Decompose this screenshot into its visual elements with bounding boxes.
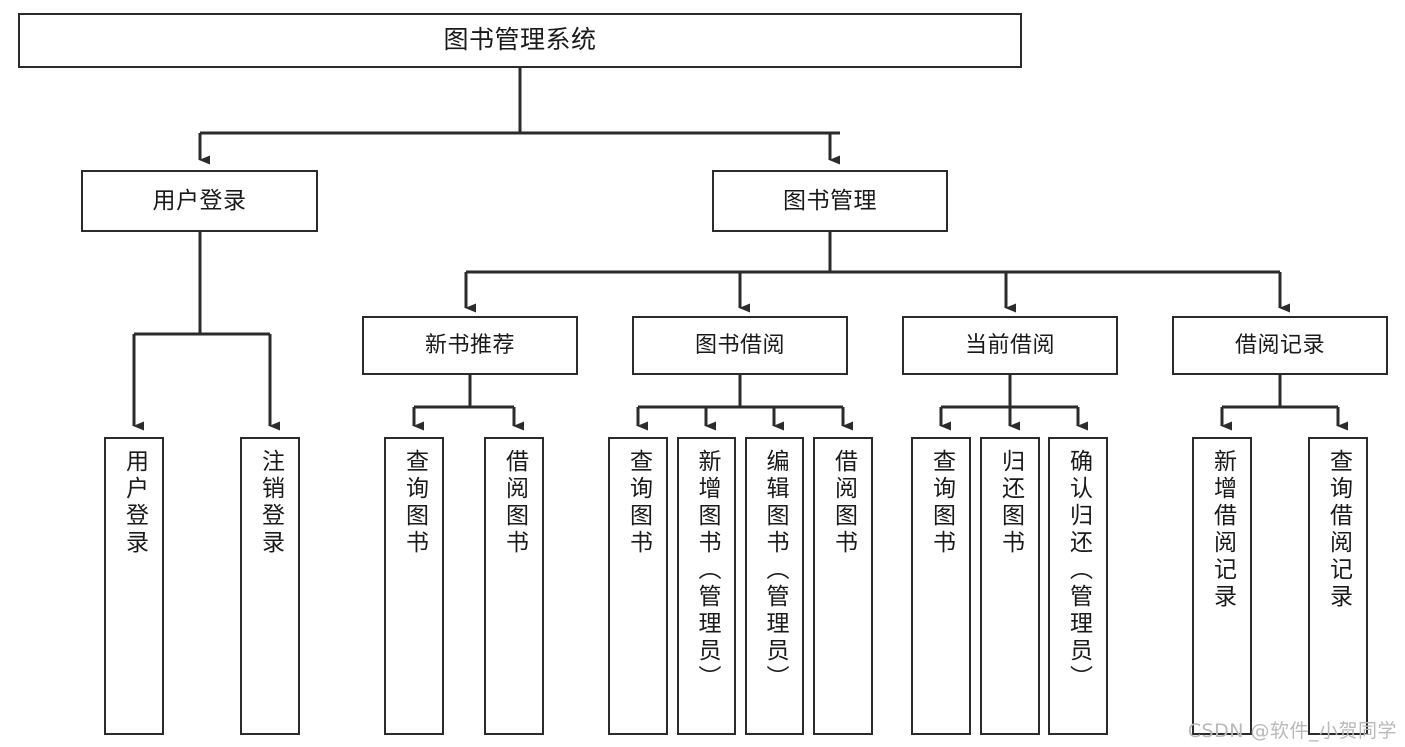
- node-leaf-bookborrow-borrow-book[interactable]: 借阅图书: [813, 437, 873, 735]
- node-leaf-bookborrow-add-book[interactable]: 新增图书（管理员）: [677, 437, 736, 735]
- node-leaf-newbook-borrow-book[interactable]: 借阅图书: [484, 437, 544, 735]
- node-leaf-bookborrow-query-book[interactable]: 查询图书: [608, 437, 668, 735]
- node-current-borrow-label: 当前借阅: [964, 332, 1055, 358]
- node-leaf-label: 归还图书: [997, 449, 1024, 557]
- node-leaf-label: 注销登录: [257, 449, 284, 557]
- node-leaf-label: 查询图书: [625, 449, 652, 557]
- node-leaf-label: 编辑图书（管理员）: [762, 449, 788, 692]
- node-user-login-label: 用户登录: [152, 187, 247, 214]
- node-current-borrow[interactable]: 当前借阅: [902, 316, 1118, 375]
- node-leaf-borrowrecord-add-record[interactable]: 新增借阅记录: [1192, 437, 1252, 735]
- node-leaf-bookborrow-edit-book[interactable]: 编辑图书（管理员）: [745, 437, 804, 735]
- node-root-label: 图书管理系统: [443, 25, 597, 55]
- node-leaf-label: 借阅图书: [501, 449, 528, 557]
- node-leaf-label: 确认归还（管理员）: [1065, 449, 1092, 692]
- node-new-book-recommend-label: 新书推荐: [424, 332, 515, 358]
- node-book-borrow-label: 图书借阅: [694, 332, 785, 358]
- node-new-book-recommend[interactable]: 新书推荐: [362, 316, 578, 375]
- node-book-borrow[interactable]: 图书借阅: [632, 316, 848, 375]
- node-leaf-currentborrow-query-book[interactable]: 查询图书: [911, 437, 971, 735]
- node-borrow-record[interactable]: 借阅记录: [1172, 316, 1388, 375]
- node-leaf-newbook-query-book[interactable]: 查询图书: [384, 437, 444, 735]
- node-leaf-borrowrecord-query-record[interactable]: 查询借阅记录: [1308, 437, 1368, 735]
- node-leaf-currentborrow-return-book[interactable]: 归还图书: [980, 437, 1040, 735]
- node-leaf-user-login-login[interactable]: 用户登录: [104, 437, 164, 735]
- node-leaf-currentborrow-confirm-return[interactable]: 确认归还（管理员）: [1048, 437, 1108, 735]
- node-leaf-label: 新增图书（管理员）: [694, 449, 720, 692]
- node-leaf-label: 新增借阅记录: [1209, 449, 1236, 611]
- node-book-management[interactable]: 图书管理: [712, 170, 948, 232]
- node-leaf-label: 查询借阅记录: [1325, 449, 1352, 611]
- node-leaf-label: 借阅图书: [830, 449, 857, 557]
- node-root-library-system[interactable]: 图书管理系统: [18, 13, 1022, 68]
- node-leaf-label: 查询图书: [928, 449, 955, 557]
- node-leaf-label: 用户登录: [121, 449, 148, 557]
- csdn-watermark: CSDN @软件_小贺同学: [1187, 720, 1397, 742]
- node-borrow-record-label: 借阅记录: [1234, 332, 1325, 358]
- node-book-management-label: 图书管理: [783, 187, 877, 214]
- node-leaf-label: 查询图书: [401, 449, 428, 557]
- node-user-login[interactable]: 用户登录: [81, 170, 318, 232]
- node-leaf-user-login-logout[interactable]: 注销登录: [240, 437, 300, 735]
